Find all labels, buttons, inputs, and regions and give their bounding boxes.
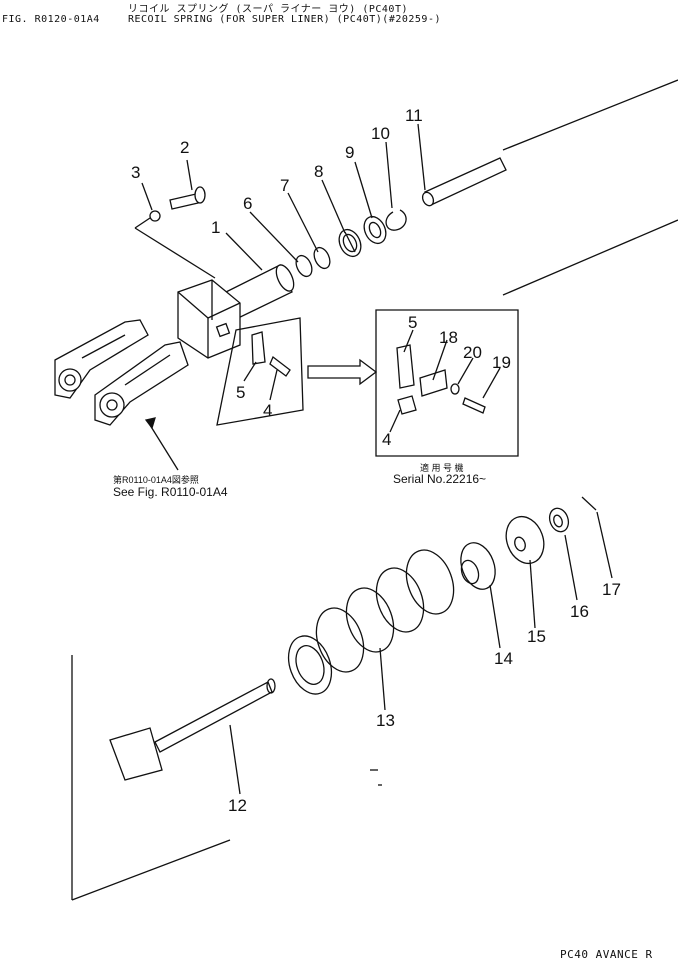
japanese-title: リコイル スプリング (スーパ ライナー ヨウ) (PC40T) [128,4,408,15]
callout-7: 7 [280,176,290,195]
detail-callout-18: 18 [439,328,458,347]
part-4-fitting-detail [398,396,416,414]
part-5-plate-detail [397,345,414,388]
part-9-seal [360,213,390,247]
part-1-cylinder [178,262,297,358]
part-15-washer [500,511,550,568]
callout-15: 15 [527,627,546,646]
callout-2: 2 [180,138,190,157]
figure-id: FIG. R0120-01A4 [2,14,100,25]
part-16-nut [546,506,571,535]
part-12-rod [110,679,275,780]
part-18-plate-detail [420,370,447,396]
part-11-rod [421,158,506,207]
serial-label-jp: 適 用 号 機 [420,463,464,473]
part-4-fitting-small [270,357,290,376]
callout-3: 3 [131,163,141,182]
callout-1: 1 [211,218,221,237]
part-19-bolt-detail [463,398,485,413]
callout-13: 13 [376,711,395,730]
callout-4: 4 [263,401,273,420]
reference-en: See Fig. R0110-01A4 [113,485,228,499]
detail-callout-19: 19 [492,353,511,372]
part-8-bushing [335,226,365,260]
part-13-spring [281,543,462,700]
callout-12: 12 [228,796,247,815]
footer-model: PC40 AVANCE R [560,948,653,961]
part-5-plate-small [252,332,265,364]
yoke-assembly [55,320,188,425]
leader-assembly [135,228,215,278]
callout-10: 10 [371,124,390,143]
detail-callout-20: 20 [463,343,482,362]
detail-callout-4: 4 [382,430,392,449]
detail-callout-5: 5 [408,313,418,332]
reference-leader [150,425,178,470]
callout-5: 5 [236,383,246,402]
detail-box-small [217,318,303,425]
detail-box-large [376,310,518,456]
serial-number: Serial No.22216~ [393,472,487,486]
reference-jp: 第R0110-01A4図参照 [113,475,199,485]
callout-17: 17 [602,580,621,599]
part-14-spring-seat [455,538,501,594]
callout-6: 6 [243,194,253,213]
part-3-ring [150,211,160,221]
detail-arrow [308,360,376,384]
part-10-snap-ring [386,210,406,230]
callout-9: 9 [345,143,355,162]
part-20-washer-detail [451,384,459,394]
part-2-bolt [170,187,205,209]
part-7-ring [311,245,333,271]
callout-14: 14 [494,649,513,668]
part-6-ring [293,253,315,279]
callout-11: 11 [405,106,423,125]
callout-8: 8 [314,162,324,181]
figure-title: RECOIL SPRING (FOR SUPER LINER) (PC40T)(… [128,14,441,25]
callout-16: 16 [570,602,589,621]
part-17-pin [582,497,596,510]
frame-line-top [503,80,678,150]
frame-line-top-2 [503,220,678,295]
